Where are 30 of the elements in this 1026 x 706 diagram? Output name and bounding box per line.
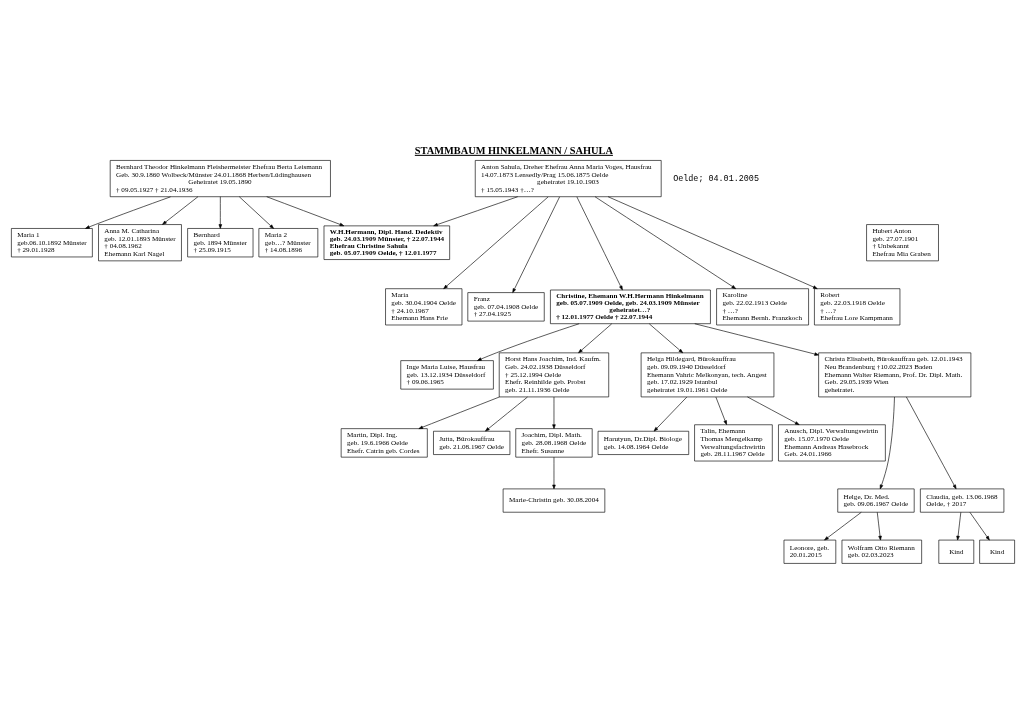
arrow bbox=[238, 195, 274, 229]
arrow bbox=[715, 396, 727, 425]
arrow bbox=[594, 195, 737, 289]
arrow bbox=[418, 396, 500, 429]
arrow bbox=[879, 396, 895, 489]
arrow bbox=[485, 396, 528, 431]
arrow bbox=[576, 196, 623, 290]
arrow bbox=[443, 196, 549, 289]
arrow bbox=[747, 396, 800, 425]
label: Oelde; 04.01.2005 bbox=[673, 173, 759, 184]
arrow bbox=[433, 195, 519, 226]
arrow bbox=[218, 195, 222, 229]
arrow bbox=[477, 322, 580, 361]
arrow bbox=[85, 196, 171, 229]
arrow bbox=[266, 195, 345, 226]
arrow bbox=[162, 195, 199, 225]
arrow bbox=[876, 511, 882, 540]
diagram-title: STAMMBAUM HINKELMANN / SAHULA bbox=[414, 144, 613, 156]
arrow bbox=[906, 396, 957, 489]
arrow bbox=[512, 196, 560, 293]
arrow bbox=[969, 511, 990, 540]
arrow bbox=[607, 195, 818, 289]
arrow bbox=[824, 511, 862, 540]
arrow bbox=[552, 396, 556, 429]
arrow bbox=[653, 396, 688, 431]
arrow bbox=[956, 511, 962, 540]
arrow bbox=[694, 322, 819, 356]
arrow bbox=[648, 323, 684, 353]
arrow bbox=[552, 456, 556, 489]
arrow bbox=[578, 323, 613, 353]
